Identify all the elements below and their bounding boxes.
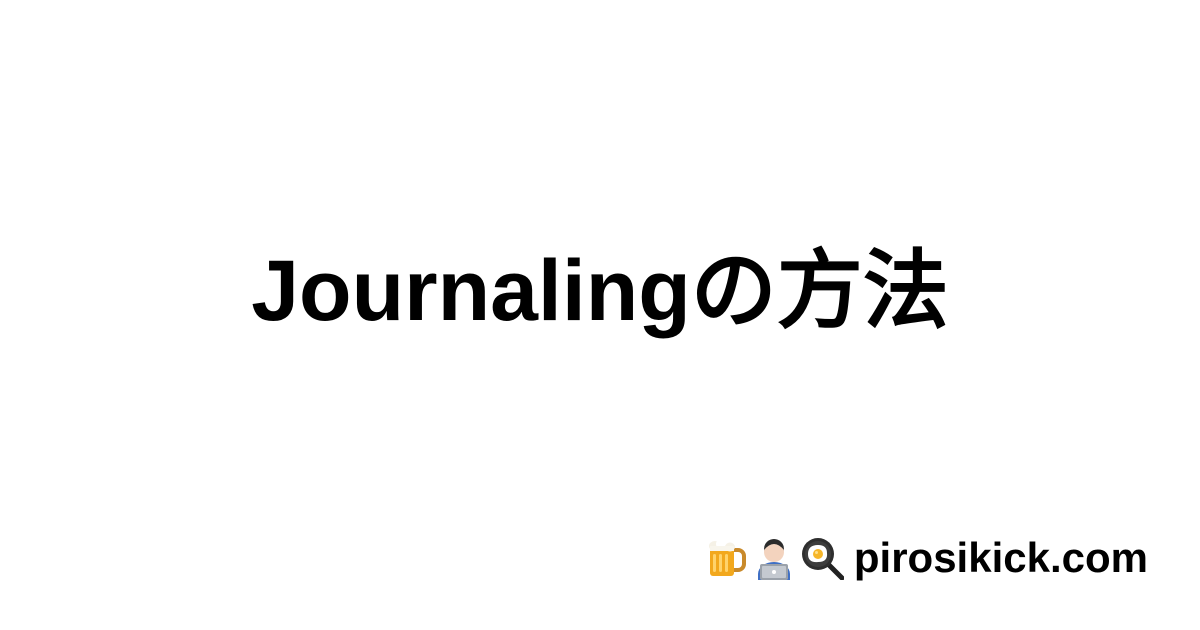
beer-mug-icon: [708, 538, 746, 576]
emoji-group: [704, 536, 844, 580]
site-signature: pirosikick.com: [704, 532, 1148, 584]
frying-pan-egg-icon: [801, 538, 844, 580]
technologist-icon: [757, 539, 790, 580]
site-domain: pirosikick.com: [853, 534, 1148, 581]
article-title: Journalingの方法: [251, 243, 949, 339]
